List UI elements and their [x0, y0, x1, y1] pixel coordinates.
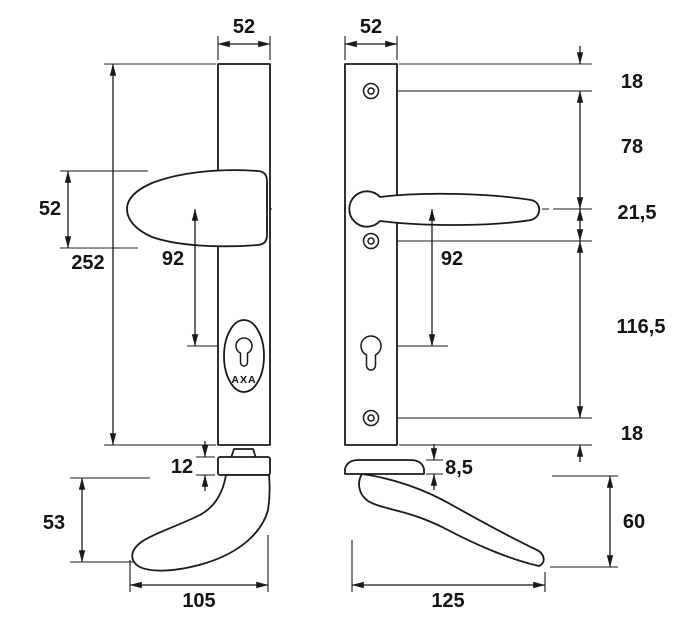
label-handle-to-screw: 21,5	[618, 202, 657, 224]
screw-hole-bottom	[362, 409, 380, 427]
label-plate-width-right: 52	[360, 16, 382, 38]
lever-plate-side-view	[344, 459, 425, 475]
extension-lines	[60, 36, 618, 592]
label-plate-height: 252	[71, 252, 104, 274]
label-screw-to-screw: 116,5	[617, 316, 666, 338]
lever-side-view	[358, 473, 545, 567]
dimension-lines	[64, 40, 614, 589]
label-knob-plate-thickness: 12	[171, 456, 193, 478]
lever-front-view	[348, 190, 541, 228]
knob-front-view	[126, 169, 268, 248]
right-euro-cylinder-keyhole	[360, 335, 382, 371]
label-screw-to-handle: 78	[621, 136, 643, 158]
label-pc-knob: 92	[162, 248, 184, 270]
label-plate-width-left: 52	[233, 16, 255, 38]
axa-brand-text: AXA	[231, 374, 256, 386]
knob-plate-side-view	[217, 456, 271, 476]
label-pc-lever: 92	[441, 248, 463, 270]
left-euro-cylinder-keyhole	[235, 337, 253, 367]
right-backplate	[344, 63, 398, 446]
knob-side-view	[131, 474, 271, 572]
label-screw-to-bottom: 18	[621, 423, 643, 445]
label-knob-length: 105	[182, 590, 215, 612]
label-lever-plate-thickness: 8,5	[445, 457, 473, 479]
label-lever-length: 125	[431, 590, 464, 612]
screw-hole-top	[362, 82, 380, 100]
label-top-to-screw: 18	[621, 71, 643, 93]
label-knob-height: 52	[39, 198, 61, 220]
screw-hole-middle	[362, 232, 380, 250]
label-lever-projection: 60	[623, 511, 645, 533]
label-knob-projection: 53	[43, 512, 65, 534]
